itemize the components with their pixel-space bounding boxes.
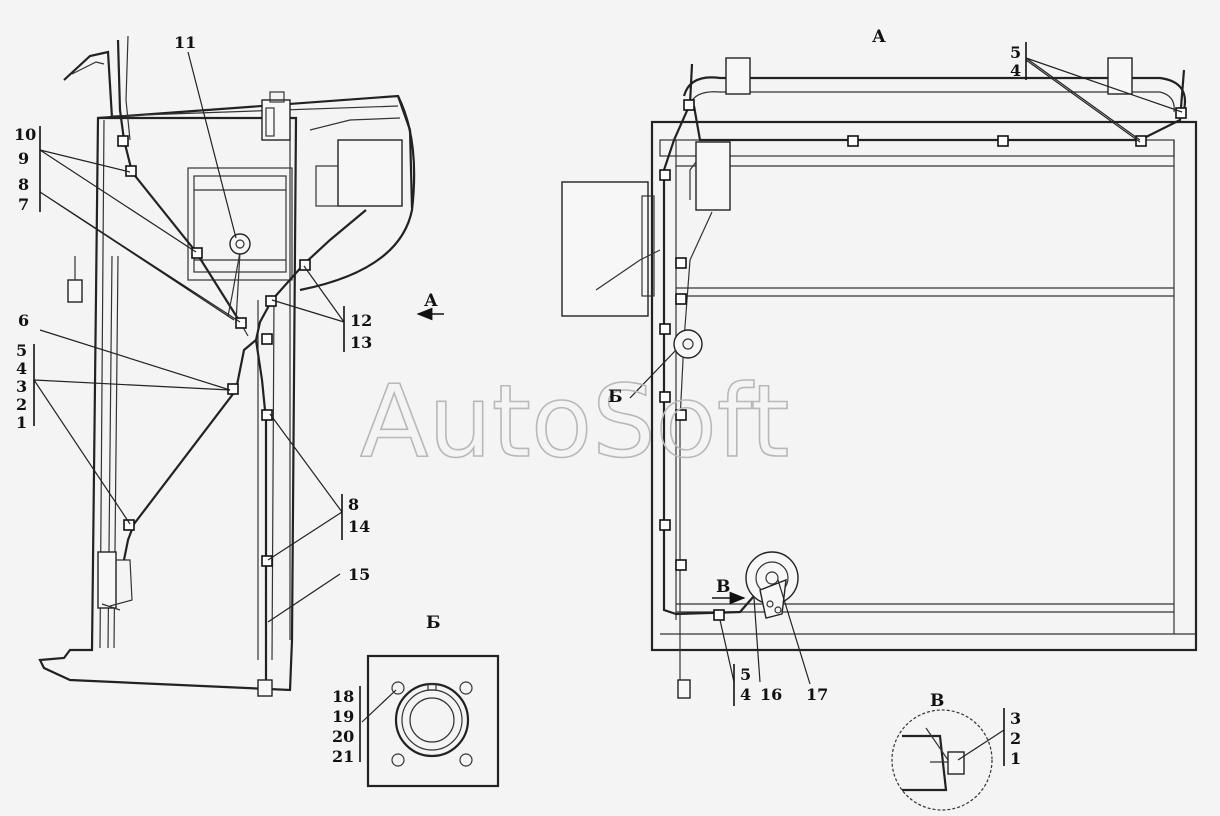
front-frame — [650, 120, 1198, 652]
callout-13: 13 — [350, 333, 372, 352]
callout-1-left: 1 — [16, 413, 27, 432]
callout-5-left: 5 — [16, 341, 27, 360]
view-v-arrow-label: В — [716, 577, 730, 597]
view-b-pointer-label: Б — [608, 387, 623, 407]
harness-down-left — [122, 339, 257, 561]
callout-4-right-bottom: 4 — [740, 685, 751, 704]
callout-16: 16 — [760, 685, 782, 704]
callout-20: 20 — [332, 727, 354, 746]
callout-5-right-bottom: 5 — [740, 665, 751, 684]
callout-14: 14 — [348, 517, 370, 536]
callout-4-right-top: 4 — [1010, 61, 1021, 80]
callout-21: 21 — [332, 747, 354, 766]
callout-2-detail-v: 2 — [1010, 729, 1021, 748]
callout-3-left: 3 — [16, 377, 27, 396]
view-v-title: В — [930, 691, 944, 711]
callout-19: 19 — [332, 707, 354, 726]
callout-7: 7 — [18, 195, 29, 214]
callout-12: 12 — [350, 311, 372, 330]
watermark-text: AutoSoft — [360, 363, 790, 480]
view-b-title: Б — [426, 613, 441, 633]
callout-8-top: 8 — [18, 175, 29, 194]
callout-2-left: 2 — [16, 395, 27, 414]
detail-b — [359, 654, 500, 788]
callout-6: 6 — [18, 311, 29, 330]
side-view — [33, 35, 444, 697]
callout-18: 18 — [332, 687, 354, 706]
callout-3-detail-v: 3 — [1010, 709, 1021, 728]
detail-v — [891, 708, 1005, 811]
callout-11: 11 — [174, 33, 196, 52]
callout-5-right-top: 5 — [1010, 43, 1021, 62]
harness-right — [254, 209, 367, 341]
callout-10: 10 — [14, 125, 36, 144]
callout-8-mid: 8 — [348, 495, 359, 514]
callout-15: 15 — [348, 565, 370, 584]
harness-upper — [116, 39, 241, 323]
callout-17: 17 — [806, 685, 828, 704]
view-a-title: А — [872, 27, 886, 47]
callout-1-detail-v: 1 — [1010, 749, 1021, 768]
side-frame-outline — [38, 116, 298, 692]
callout-9: 9 — [18, 149, 29, 168]
front-view — [561, 42, 1198, 706]
callout-4-left: 4 — [16, 359, 27, 378]
view-a-arrow-label: А — [424, 291, 438, 311]
